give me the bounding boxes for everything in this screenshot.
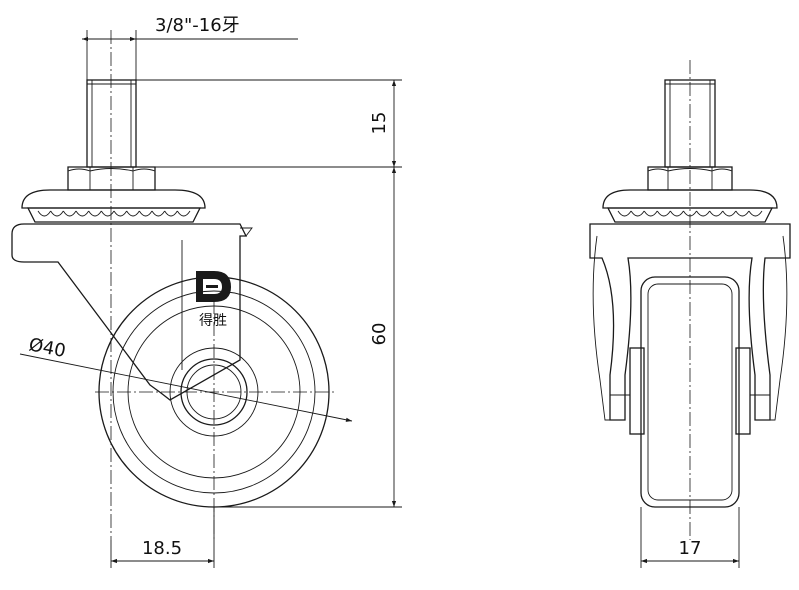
bearing-ball [151, 210, 166, 217]
thread-size-label: 3/8"-16牙 [155, 15, 240, 36]
bearing-ball [656, 210, 671, 217]
side-caster-fork [11, 223, 253, 401]
logo-brand-text: 得胜 [199, 312, 227, 329]
stem-height-dimension: 15 [136, 79, 402, 168]
bearing-ball [722, 210, 737, 217]
side-hex-nut [67, 166, 156, 191]
front-axle-hubs [610, 347, 770, 435]
bearing-ball [617, 210, 632, 217]
brand-logo: 得胜 [196, 271, 231, 329]
bearing-ball [669, 210, 684, 217]
bearing-ball [176, 210, 191, 217]
bearing-ball [735, 210, 750, 217]
bearing-ball [138, 210, 153, 217]
bearing-ball [630, 210, 645, 217]
stem-height-label: 15 [369, 112, 390, 135]
bearing-ball [37, 210, 52, 217]
total-height-label: 60 [369, 323, 390, 346]
bearing-ball [126, 210, 140, 217]
bearing-ball [75, 210, 90, 217]
total-height-dimension: 60 [214, 167, 402, 508]
front-bearing-plate [602, 189, 778, 223]
offset-dimension: 18.5 [110, 507, 215, 568]
front-view: 17 [589, 60, 791, 568]
wheel-width-label: 17 [679, 538, 702, 559]
bearing-ball [100, 210, 115, 217]
side-bearing-balls [37, 210, 191, 217]
side-bearing-plate [21, 189, 206, 223]
bearing-ball [643, 210, 658, 217]
side-view: 得胜 3/8"-16牙 15 [11, 15, 402, 568]
side-threaded-stem [86, 79, 137, 168]
thread-dimension: 3/8"-16牙 [82, 15, 298, 80]
wheel-diameter-dimension: Ø40 [19, 334, 353, 422]
offset-label: 18.5 [142, 538, 182, 559]
bearing-ball [696, 210, 711, 217]
wheel-diameter-label: Ø40 [27, 334, 67, 362]
front-bearing-balls [617, 210, 763, 217]
bearing-ball [748, 210, 763, 217]
bearing-ball [709, 210, 724, 217]
bearing-ball [62, 210, 77, 217]
side-centerlines [95, 30, 335, 540]
bearing-ball [164, 210, 178, 217]
bearing-ball [50, 210, 64, 217]
wheel-width-dimension: 17 [640, 507, 740, 568]
bearing-ball [88, 210, 102, 217]
bearing-ball [113, 210, 128, 217]
